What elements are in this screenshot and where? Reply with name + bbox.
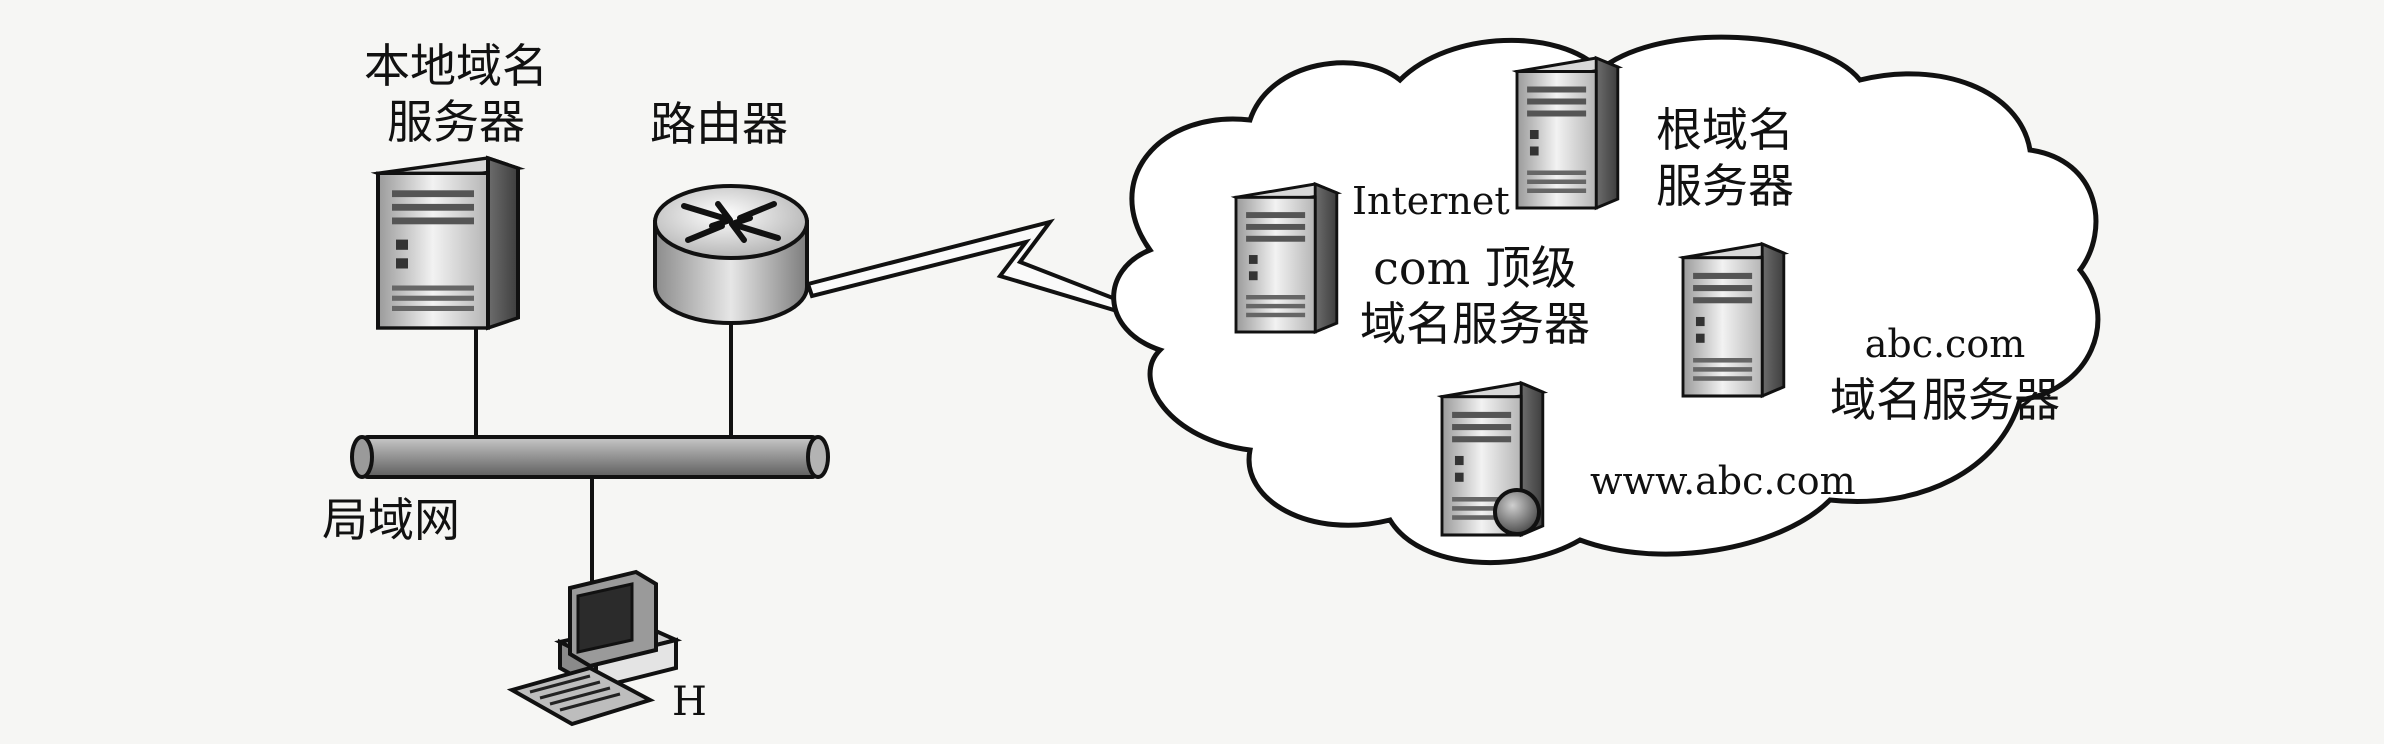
- globe-icon: [1493, 488, 1541, 536]
- router-icon: [653, 184, 809, 325]
- com-tld-dns-label-line2: 域名服务器: [1360, 297, 1590, 351]
- internet-cloud: [1111, 34, 2101, 566]
- web-server-label: www.abc.com: [1590, 459, 1856, 503]
- local-dns-label-line1: 本地域名: [364, 39, 548, 93]
- abc-dns-label-line2: 域名服务器: [1830, 373, 2060, 427]
- host-computer-icon: [506, 569, 683, 727]
- root-dns-label: 根域名 服务器: [1656, 102, 1794, 214]
- host-label: H: [672, 679, 707, 725]
- abc-dns-server-icon: [1681, 242, 1786, 398]
- root-dns-label-line2: 服务器: [1656, 159, 1794, 213]
- internet-label: Internet: [1352, 179, 1510, 223]
- root-dns-label-line1: 根域名: [1656, 103, 1794, 157]
- local-dns-label-line2: 服务器: [387, 95, 525, 149]
- abc-dns-label-line1: abc.com: [1864, 322, 2026, 366]
- com-tld-dns-server-icon: [1234, 182, 1339, 334]
- root-dns-server-icon: [1515, 56, 1620, 210]
- local-dns-server-icon: [376, 156, 520, 330]
- wan-link-lightning: [805, 218, 1121, 313]
- com-tld-dns-label-line1: com 顶级: [1373, 241, 1577, 295]
- lan-bus-cable: [350, 435, 830, 479]
- router-label: 路由器: [650, 97, 788, 151]
- abc-dns-label: abc.com 域名服务器: [1810, 316, 2080, 428]
- local-dns-label: 本地域名 服务器: [340, 38, 572, 150]
- com-tld-dns-label: com 顶级 域名服务器: [1340, 240, 1610, 352]
- lan-label: 局域网: [322, 493, 460, 547]
